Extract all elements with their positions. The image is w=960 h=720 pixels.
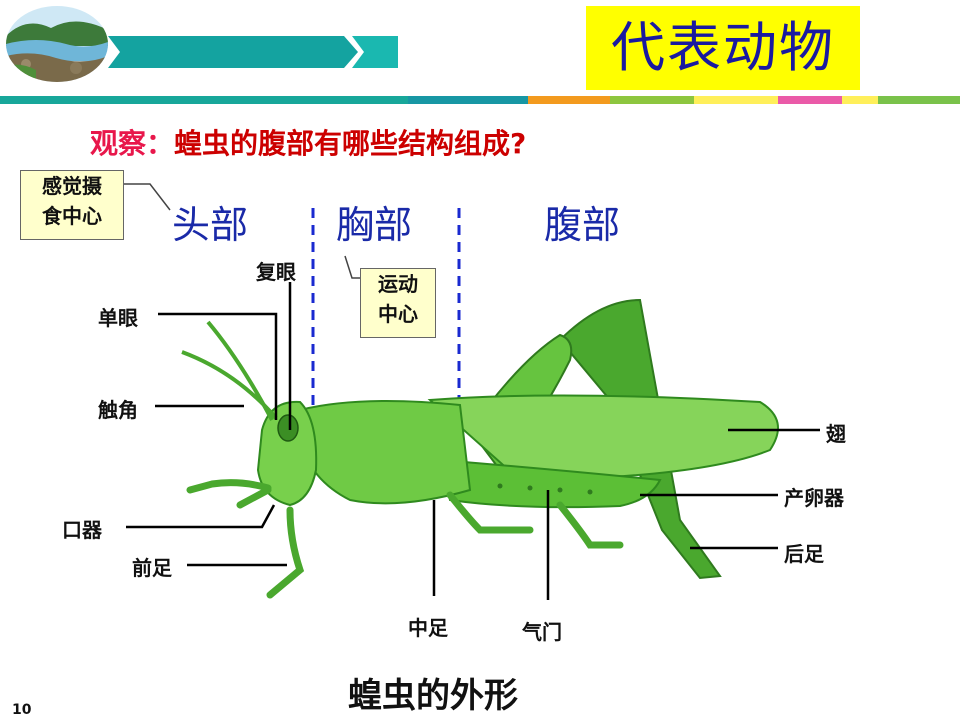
label-hindlegs: 后足	[784, 542, 824, 566]
sensory-note-connector	[124, 183, 171, 211]
question: 观察：蝗虫的腹部有哪些结构组成?	[90, 122, 526, 162]
label-forelegs: 前足	[132, 556, 172, 580]
mouthparts-leader	[126, 504, 276, 529]
label-antenna: 触角	[98, 398, 138, 422]
note-line: 食中心	[42, 204, 102, 228]
grasshopper-body	[181, 298, 779, 599]
movement-note-connector	[344, 255, 360, 279]
question-label: 观察：	[90, 127, 175, 160]
slide-title: 代表动物	[611, 16, 835, 79]
label-mouthparts: 口器	[62, 518, 102, 542]
movement-center-note: 运动 中心	[360, 268, 436, 338]
note-line: 运动	[378, 272, 418, 296]
region-head-label: 头部	[172, 203, 249, 247]
note-line: 中心	[378, 302, 418, 326]
label-wings: 翅	[826, 422, 846, 446]
page-number: 10	[12, 702, 32, 718]
simple-eye-leader	[158, 312, 278, 420]
sensory-center-note: 感觉摄 食中心	[20, 170, 124, 240]
label-compound-eye: 复眼	[256, 260, 296, 284]
label-ovipositor: 产卵器	[784, 486, 844, 510]
label-simple-eye: 单眼	[98, 306, 138, 330]
note-line: 感觉摄	[42, 174, 102, 198]
color-stripe	[0, 96, 960, 104]
region-abdomen-label: 腹部	[544, 203, 621, 247]
chevron-arrows-icon	[108, 36, 398, 68]
diagram-caption: 蝗虫的外形	[348, 676, 518, 716]
region-thorax-label: 胸部	[336, 203, 413, 247]
label-spiracle: 气门	[522, 620, 562, 644]
question-text: 蝗虫的腹部有哪些结构组成?	[174, 127, 527, 160]
label-midlegs: 中足	[408, 616, 448, 640]
title-background	[586, 6, 860, 90]
